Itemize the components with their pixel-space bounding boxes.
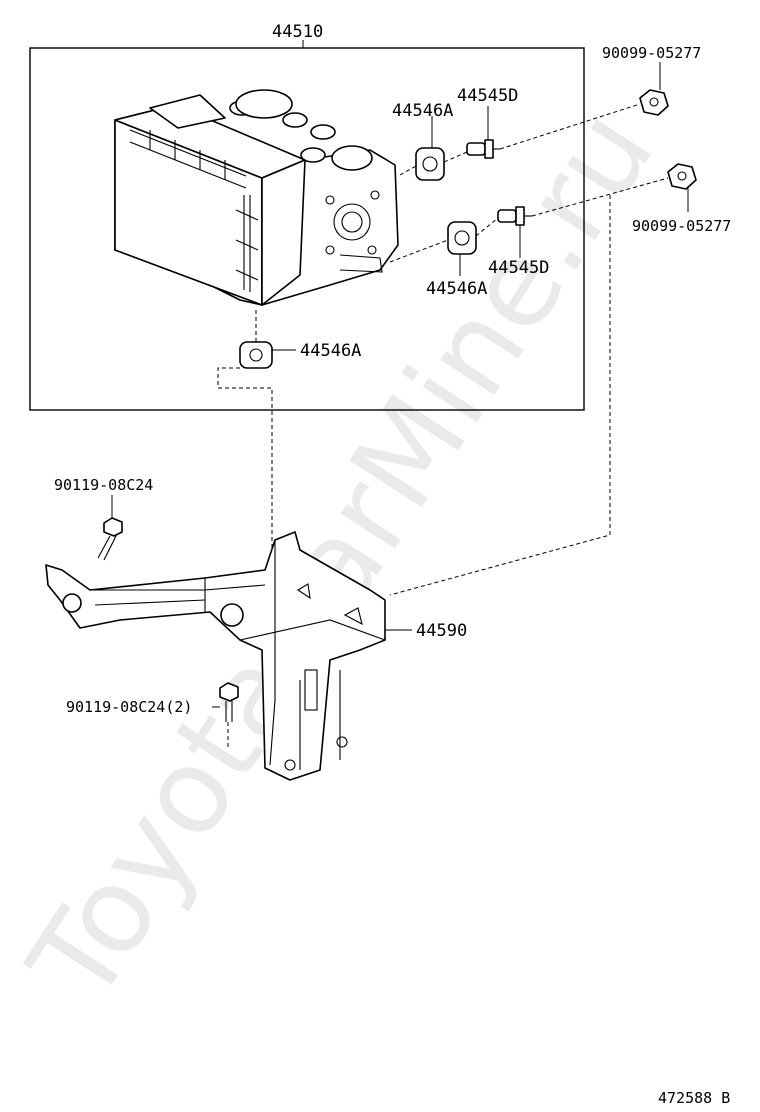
dash-cushion-middle	[389, 239, 449, 263]
flange-nut-top[interactable]	[639, 89, 669, 116]
label-assembly: 44510	[272, 22, 323, 42]
leader-lines	[111, 62, 689, 708]
bracket-bolt-bottom[interactable]	[219, 682, 239, 722]
label-nut-mid: 90099-05277	[632, 217, 731, 235]
bracket-bolt-left[interactable]	[97, 517, 123, 561]
assembly-box	[29, 47, 585, 411]
diagram-code: 472588 B	[658, 1089, 730, 1107]
label-bolt-upper: 44545D	[457, 86, 518, 106]
label-cushion-upper: 44546A	[392, 101, 453, 121]
dash-bottom-mount	[217, 367, 273, 560]
label-bolt-lower: 44545D	[488, 258, 549, 278]
cushion-bottom[interactable]	[239, 341, 273, 369]
stud-bolt-upper[interactable]	[466, 139, 500, 159]
cushion-middle[interactable]	[447, 221, 477, 255]
flange-nut-mid[interactable]	[667, 163, 697, 190]
label-cushion-bottom: 44546A	[300, 341, 361, 361]
dash-bolt-upper	[443, 151, 468, 163]
label-bracket: 44590	[416, 621, 467, 641]
dash-bolt-lower	[475, 217, 499, 237]
label-cushion-middle: 44546A	[426, 279, 487, 299]
abs-actuator[interactable]	[114, 89, 399, 306]
cushion-upper[interactable]	[415, 147, 445, 181]
bracket[interactable]	[45, 531, 386, 781]
label-nut-top: 90099-05277	[602, 44, 701, 62]
label-bolt-left: 90119-08C24	[54, 476, 153, 494]
dash-nut-mid	[531, 177, 669, 217]
dash-cushion-upper	[399, 165, 417, 176]
dash-nut-top	[499, 103, 641, 150]
dash-right-mount	[389, 195, 611, 596]
label-bolt-bottom: 90119-08C24(2)	[66, 698, 192, 716]
